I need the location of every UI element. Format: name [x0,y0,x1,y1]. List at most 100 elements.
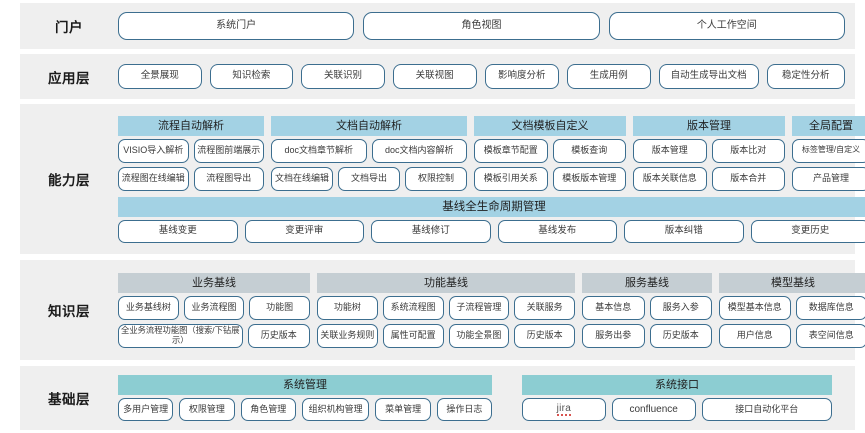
capability-group-0-title: 流程自动解析 [118,115,264,136]
capability-group-3-row-0: 版本管理 版本比对 [633,138,785,163]
base-cell-0-2[interactable]: 角色管理 [240,398,296,421]
know-cell-0-0-2[interactable]: 功能图 [249,295,311,320]
know-cell-1-0-1[interactable]: 系统流程图 [382,295,444,320]
know-cell-2-1-1[interactable]: 历史版本 [649,323,712,348]
know-cell-0-0-0[interactable]: 业务基线树 [118,295,179,320]
app-item-5[interactable]: 生成用例 [566,64,651,89]
base-cell-1-0[interactable]: jira [522,398,606,421]
capability-group-0-rows: VISIO导入解析 流程图前端展示 流程图在线编辑 流程图导出 [118,138,264,191]
cap-cell-1-0-1[interactable]: doc文档内容解析 [371,138,467,163]
know-cell-1-1-1[interactable]: 属性可配置 [382,323,444,348]
baseline-item-4[interactable]: 版本纠错 [624,219,744,243]
capability-groups: 流程自动解析 VISIO导入解析 流程图前端展示 流程图在线编辑 流程图导出 [118,115,865,191]
layer-knowledge-label: 知识层 [48,304,90,319]
know-cell-1-0-3[interactable]: 关联服务 [514,295,575,320]
cap-cell-0-0-0[interactable]: VISIO导入解析 [118,138,189,163]
base-cell-0-0[interactable]: 多用户管理 [118,398,174,421]
cap-cell-2-0-0[interactable]: 模板章节配置 [474,138,548,163]
cap-cell-3-0-1[interactable]: 版本比对 [711,138,785,163]
baseline-item-2[interactable]: 基线修订 [371,219,491,243]
know-cell-2-0-0[interactable]: 基本信息 [582,295,645,320]
know-cell-2-1-0[interactable]: 服务出参 [582,323,645,348]
knowledge-group-3: 模型基线 模型基本信息 数据库信息 用户信息 表空间信息 [719,272,865,348]
cap-cell-1-0-0[interactable]: doc文档章节解析 [271,138,367,163]
layer-capability-label: 能力层 [48,173,90,188]
know-cell-3-1-1[interactable]: 表空间信息 [795,323,865,348]
app-item-7[interactable]: 稳定性分析 [766,64,845,89]
base-cell-0-1[interactable]: 权限管理 [179,398,235,421]
capability-group-4-row-0: 标签管理/自定义 [792,138,865,163]
layer-portal-body: 系统门户 角色视图 个人工作空间 [118,12,855,40]
know-cell-0-1-0[interactable]: 全业务流程功能图（搜索/下钻展示） [118,323,243,348]
knowledge-group-1-row-0: 功能树 系统流程图 子流程管理 关联服务 [317,295,575,320]
cap-cell-4-1-0[interactable]: 产品管理 [792,166,865,191]
base-group-1-title: 系统接口 [522,375,832,395]
base-cell-0-5[interactable]: 操作日志 [436,398,492,421]
app-item-4[interactable]: 影响度分析 [484,64,559,89]
cap-cell-2-0-1[interactable]: 模板查询 [552,138,626,163]
cap-cell-4-0-0[interactable]: 标签管理/自定义 [792,138,865,163]
capability-group-3: 版本管理 版本管理 版本比对 版本关联信息 版本合并 [633,115,785,191]
portal-item-0[interactable]: 系统门户 [118,12,355,40]
baseline-lifecycle-title: 基线全生命周期管理 [118,196,865,217]
knowledge-group-2-title: 服务基线 [582,272,712,293]
baseline-item-5[interactable]: 变更历史 [750,219,865,243]
baseline-item-0[interactable]: 基线变更 [118,219,238,243]
cap-cell-0-0-1[interactable]: 流程图前端展示 [193,138,264,163]
cap-cell-1-1-1[interactable]: 文档导出 [338,166,400,191]
capability-group-1-row-0: doc文档章节解析 doc文档内容解析 [271,138,467,163]
knowledge-group-0-title: 业务基线 [118,272,310,293]
knowledge-group-2: 服务基线 基本信息 服务入参 服务出参 历史版本 [582,272,712,348]
knowledge-group-1-title: 功能基线 [317,272,575,293]
capability-group-0-row-0: VISIO导入解析 流程图前端展示 [118,138,264,163]
cap-cell-1-1-2[interactable]: 权限控制 [405,166,467,191]
layer-application-label: 应用层 [48,70,90,86]
capability-group-1-title: 文档自动解析 [271,115,467,136]
layer-base-body: 系统管理 多用户管理 权限管理 角色管理 组织机构管理 菜单管理 操作日志 系统… [118,375,855,421]
portal-items: 系统门户 角色视图 个人工作空间 [118,12,845,40]
base-cell-1-2[interactable]: 接口自动化平台 [701,398,832,421]
know-cell-3-0-0[interactable]: 模型基本信息 [719,295,791,320]
know-cell-1-1-2[interactable]: 功能全景图 [448,323,510,348]
knowledge-group-2-rows: 基本信息 服务入参 服务出参 历史版本 [582,295,712,348]
cap-cell-3-0-0[interactable]: 版本管理 [633,138,707,163]
app-item-1[interactable]: 知识检索 [209,64,294,89]
confluence-label: confluence [629,403,678,415]
knowledge-group-0-row-0: 业务基线树 业务流程图 功能图 [118,295,311,320]
cap-cell-3-1-0[interactable]: 版本关联信息 [633,166,707,191]
base-cell-1-1[interactable]: confluence [611,398,696,421]
portal-item-2[interactable]: 个人工作空间 [608,12,845,40]
cap-cell-3-1-1[interactable]: 版本合并 [711,166,785,191]
know-cell-0-1-1[interactable]: 历史版本 [247,323,310,348]
know-cell-1-0-0[interactable]: 功能树 [317,295,378,320]
know-cell-3-0-1[interactable]: 数据库信息 [795,295,865,320]
baseline-item-1[interactable]: 变更评审 [244,219,364,243]
layer-knowledge-body: 业务基线 业务基线树 业务流程图 功能图 全业务流程功能图（搜索/下钻展示） 历… [118,272,865,348]
know-cell-3-1-0[interactable]: 用户信息 [719,323,791,348]
app-item-0[interactable]: 全景展现 [118,64,202,89]
know-cell-1-0-2[interactable]: 子流程管理 [448,295,510,320]
know-cell-1-1-0[interactable]: 关联业务规则 [317,323,378,348]
base-group-0-items: 多用户管理 权限管理 角色管理 组织机构管理 菜单管理 操作日志 [118,398,492,421]
base-groups: 系统管理 多用户管理 权限管理 角色管理 组织机构管理 菜单管理 操作日志 系统… [118,375,845,421]
knowledge-group-0-rows: 业务基线树 业务流程图 功能图 全业务流程功能图（搜索/下钻展示） 历史版本 [118,295,311,348]
know-cell-2-0-1[interactable]: 服务入参 [649,295,712,320]
capability-group-0: 流程自动解析 VISIO导入解析 流程图前端展示 流程图在线编辑 流程图导出 [118,115,264,191]
base-cell-0-3[interactable]: 组织机构管理 [301,398,370,421]
know-cell-0-0-1[interactable]: 业务流程图 [183,295,245,320]
capability-group-0-row-1: 流程图在线编辑 流程图导出 [118,166,264,191]
cap-cell-2-1-0[interactable]: 模板引用关系 [474,166,548,191]
app-item-6[interactable]: 自动生成导出文档 [658,64,759,89]
knowledge-group-1: 功能基线 功能树 系统流程图 子流程管理 关联服务 关联业务规则 属性可配置 功… [317,272,575,348]
portal-item-1[interactable]: 角色视图 [363,12,600,40]
cap-cell-2-1-1[interactable]: 模板版本管理 [552,166,626,191]
know-cell-1-1-3[interactable]: 历史版本 [514,323,575,348]
cap-cell-0-1-1[interactable]: 流程图导出 [193,166,264,191]
base-cell-0-4[interactable]: 菜单管理 [375,398,431,421]
cap-cell-0-1-0[interactable]: 流程图在线编辑 [118,166,189,191]
knowledge-group-1-rows: 功能树 系统流程图 子流程管理 关联服务 关联业务规则 属性可配置 功能全景图 … [317,295,575,348]
cap-cell-1-1-0[interactable]: 文档在线编辑 [271,166,333,191]
app-item-3[interactable]: 关联视图 [392,64,477,89]
app-item-2[interactable]: 关联识别 [301,64,385,89]
baseline-item-3[interactable]: 基线发布 [497,219,617,243]
